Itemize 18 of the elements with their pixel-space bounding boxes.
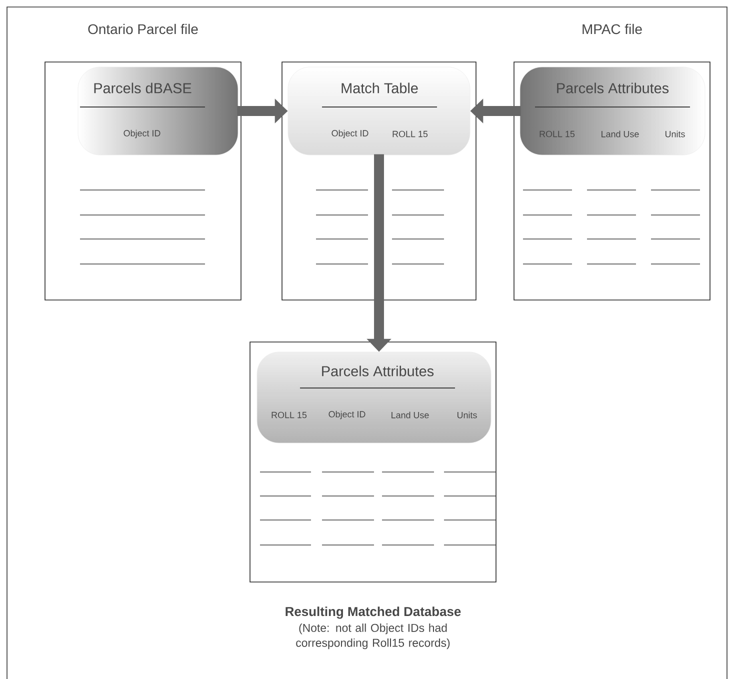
table-title: Parcels dBASE <box>94 82 192 94</box>
column-name: ROLL 15 <box>540 130 575 138</box>
column-name: ROLL 15 <box>272 412 307 418</box>
table-title: Parcels Attributes <box>322 366 434 376</box>
note-text: (Note: not all Object IDs had corresponding Roll15 records) <box>296 624 450 650</box>
column-name: Land Use <box>392 412 429 418</box>
table-title: Parcels Attributes <box>557 82 669 94</box>
column-name: Units <box>457 412 477 418</box>
column-name: ROLL 15 <box>392 130 428 138</box>
column-name: Units <box>665 130 685 138</box>
column-name: Land Use <box>602 130 639 138</box>
result-heading: Resulting Matched Database <box>286 606 461 619</box>
file-heading: MPAC file <box>582 24 642 34</box>
column-name: Object ID <box>332 130 368 138</box>
table-title: Match Table <box>342 82 418 94</box>
column-name: Object ID <box>124 130 160 138</box>
file-heading: Ontario Parcel file <box>88 24 198 34</box>
column-name: Object ID <box>328 410 366 420</box>
